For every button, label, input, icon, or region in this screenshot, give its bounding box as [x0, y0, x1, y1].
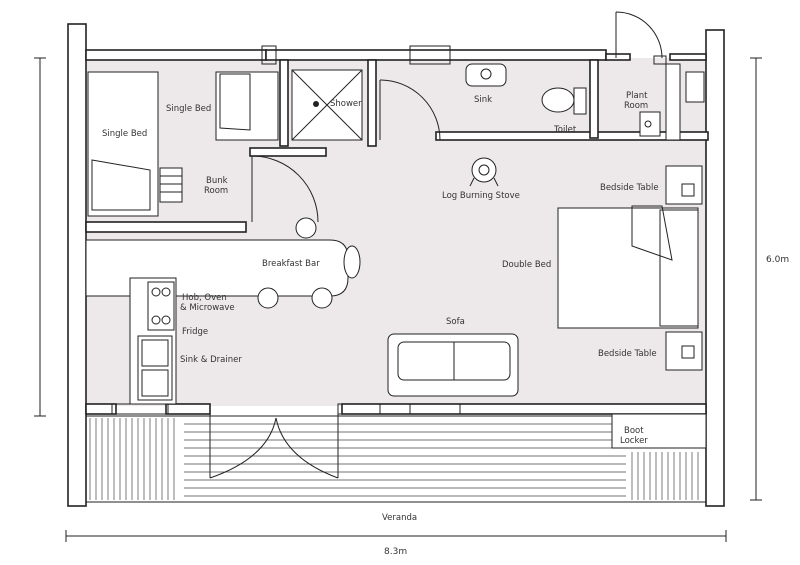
dimension-lines: [34, 57, 762, 542]
interior-walls: [85, 59, 709, 233]
room-labels: Single Bed Single Bed Shower Sink Toilet…: [102, 91, 659, 523]
label-boot-locker-line-2: Locker: [620, 436, 648, 446]
label-sink: Sink: [474, 95, 492, 105]
plant-room-fixtures: [639, 63, 705, 141]
label-hob-line-2: & Microwave: [180, 303, 235, 313]
label-single-bed-2: Single Bed: [166, 104, 211, 114]
label-breakfast-bar: Breakfast Bar: [262, 259, 320, 269]
label-boot-locker-line-1: Boot: [624, 426, 644, 436]
label-plant-room-line-1: Plant: [626, 91, 648, 101]
label-bunk-room-line-1: Bunk: [206, 176, 228, 186]
label-fridge: Fridge: [182, 327, 208, 337]
kitchen-units: [129, 277, 177, 405]
dimension-width: 8.3m: [384, 547, 407, 557]
label-hob-line-1: Hob, Oven: [182, 293, 227, 303]
entry-door-top: [615, 11, 663, 59]
label-shower: Shower: [330, 99, 362, 109]
label-bunk-room-line-2: Room: [204, 186, 228, 196]
log-burning-stove: [469, 157, 499, 187]
label-log-burning-stove: Log Burning Stove: [442, 191, 520, 201]
label-bedside-table-bottom: Bedside Table: [598, 349, 657, 359]
bathroom-fixtures: [379, 63, 587, 141]
outer-walls: [67, 23, 725, 507]
dimension-labels: 8.3m 6.0m: [384, 255, 789, 557]
dimension-depth: 6.0m: [766, 255, 789, 265]
label-plant-room-line-2: Room: [624, 101, 648, 111]
boot-locker: [611, 413, 707, 449]
double-bed: [557, 165, 703, 371]
bunk-room-furniture: [87, 71, 319, 223]
patio-doors: [209, 410, 339, 479]
label-toilet: Toilet: [553, 125, 577, 135]
shower: [291, 69, 363, 141]
label-single-bed-1: Single Bed: [102, 129, 147, 139]
label-veranda: Veranda: [382, 513, 417, 523]
label-double-bed: Double Bed: [502, 260, 551, 270]
veranda-deck: [85, 415, 707, 503]
sofa: [387, 333, 519, 397]
label-sofa: Sofa: [446, 317, 465, 327]
label-sink-drainer: Sink & Drainer: [180, 355, 242, 365]
label-bedside-table-top: Bedside Table: [600, 183, 659, 193]
